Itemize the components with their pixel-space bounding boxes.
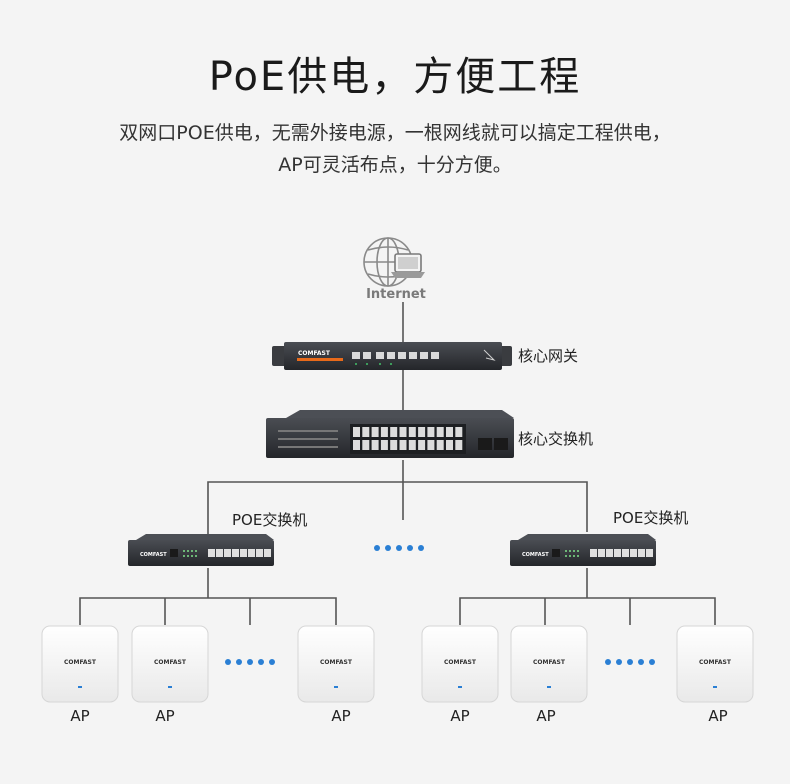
ap-label: AP: [440, 707, 480, 725]
svg-text:COMFAST: COMFAST: [533, 659, 566, 666]
ap-label: AP: [526, 707, 566, 725]
ellipsis-dots-right-aps: [605, 659, 655, 665]
access-point-device: COMFAST: [298, 626, 374, 702]
core-switch-label: 核心交换机: [518, 428, 593, 449]
svg-text:COMFAST: COMFAST: [140, 552, 167, 558]
access-point-device: COMFAST: [511, 626, 587, 702]
core-gateway-device: COMFAST: [272, 342, 512, 370]
poe-switch-left-device: COMFAST: [128, 534, 274, 566]
laptop-icon: [391, 254, 425, 278]
internet-label: Internet: [366, 287, 426, 302]
access-point-device: COMFAST: [42, 626, 118, 702]
svg-text:COMFAST: COMFAST: [298, 350, 331, 357]
poe-switch-left-label: POE交换机: [232, 509, 307, 530]
svg-text:COMFAST: COMFAST: [320, 659, 353, 666]
ap-label: AP: [145, 707, 185, 725]
svg-text:COMFAST: COMFAST: [699, 659, 732, 666]
svg-text:COMFAST: COMFAST: [444, 659, 477, 666]
svg-text:COMFAST: COMFAST: [522, 552, 549, 558]
ellipsis-dots-left-aps: [225, 659, 275, 665]
poe-switch-right-device: COMFAST: [510, 534, 656, 566]
access-point-device: COMFAST: [422, 626, 498, 702]
access-point-device: COMFAST: [132, 626, 208, 702]
access-point-device: COMFAST: [677, 626, 753, 702]
ellipsis-dots-switches: [374, 545, 424, 551]
ap-label: AP: [321, 707, 361, 725]
poe-switch-right-label: POE交换机: [613, 507, 688, 528]
svg-text:COMFAST: COMFAST: [154, 659, 187, 666]
ap-label: AP: [698, 707, 738, 725]
core-switch-device: [266, 410, 514, 458]
svg-text:COMFAST: COMFAST: [64, 659, 97, 666]
ap-label: AP: [60, 707, 100, 725]
gateway-label: 核心网关: [518, 345, 578, 366]
